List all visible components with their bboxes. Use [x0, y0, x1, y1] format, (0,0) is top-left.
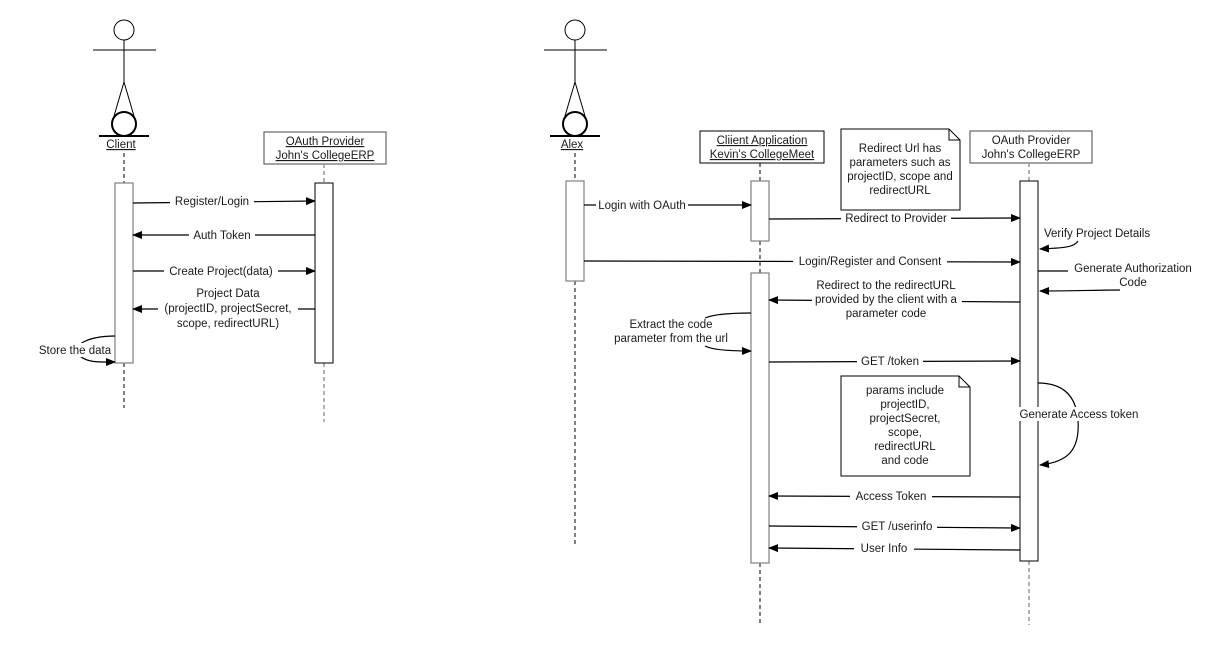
svg-text:projectSecret,: projectSecret,: [870, 413, 941, 425]
svg-text:scope, redirectURL): scope, redirectURL): [177, 318, 279, 330]
svg-text:projectID, scope and: projectID, scope and: [847, 171, 952, 183]
message-get-token: GET /token: [768, 354, 1021, 368]
message-register-login: Register/Login: [132, 194, 316, 208]
svg-text:Generate Access token: Generate Access token: [1020, 409, 1139, 421]
note-redirect-url: Redirect Url has parameters such as proj…: [840, 128, 961, 211]
svg-text:Project Data: Project Data: [196, 288, 260, 300]
svg-text:provided by the client with a: provided by the client with a: [815, 294, 958, 306]
svg-text:GET /token: GET /token: [861, 356, 919, 368]
svg-text:User Info: User Info: [861, 543, 908, 555]
svg-text:Create Project(data): Create Project(data): [169, 266, 273, 278]
participant-provider-label-line2: John's CollegeERP: [276, 150, 375, 162]
svg-text:Login/Register and Consent: Login/Register and Consent: [799, 256, 942, 268]
actor-alex-label: Alex: [561, 139, 584, 151]
svg-text:Extract the code: Extract the code: [629, 319, 712, 331]
note-token-params: params include projectID, projectSecret,…: [840, 375, 971, 477]
activation-client: [114, 182, 134, 364]
activation-client-app-2: [750, 272, 770, 564]
actor-alex[interactable]: Alex: [544, 19, 607, 151]
svg-text:Login with OAuth: Login with OAuth: [598, 200, 686, 212]
svg-text:Generate Authorization: Generate Authorization: [1074, 263, 1192, 275]
participant-client-app-label-line2: Kevin's CollegeMeet: [710, 149, 815, 161]
svg-text:Redirect to the redirectURL: Redirect to the redirectURL: [816, 280, 956, 292]
svg-text:GET /userinfo: GET /userinfo: [862, 521, 933, 533]
svg-text:params include: params include: [866, 385, 944, 397]
activation-client-app-1: [750, 180, 770, 242]
message-store-data: Store the data: [36, 335, 116, 367]
svg-text:redirectURL: redirectURL: [869, 185, 931, 197]
participant-client-app-label-line1: Cliient Application: [717, 135, 808, 147]
svg-text:Access Token: Access Token: [856, 491, 927, 503]
svg-text:(projectID, projectSecret,: (projectID, projectSecret,: [164, 303, 291, 315]
message-login-with-oauth: Login with OAuth: [584, 198, 752, 212]
message-user-info: User Info: [768, 541, 1021, 555]
participant-provider-left[interactable]: OAuth Provider John's CollegeERP: [263, 131, 387, 165]
svg-text:parameter code: parameter code: [846, 308, 927, 320]
message-generate-auth-code: Generate Authorization Code: [1038, 263, 1192, 295]
svg-text:and code: and code: [881, 455, 928, 467]
svg-text:redirectURL: redirectURL: [874, 441, 936, 453]
message-create-project: Create Project(data): [133, 264, 316, 278]
svg-text:Register/Login: Register/Login: [175, 196, 249, 208]
svg-text:scope,: scope,: [888, 427, 922, 439]
svg-text:Code: Code: [1119, 277, 1147, 289]
actor-head-icon: [564, 19, 586, 41]
svg-text:projectID,: projectID,: [880, 399, 929, 411]
diagram-oauth-login-flow: Alex Cliient Application Kevin's College…: [544, 19, 1192, 625]
svg-text:parameters such as: parameters such as: [850, 157, 951, 169]
svg-text:Auth Token: Auth Token: [193, 230, 250, 242]
activation-provider-left: [314, 182, 334, 364]
svg-text:Store the data: Store the data: [39, 345, 112, 357]
message-access-token: Access Token: [768, 489, 1021, 503]
svg-text:Redirect to Provider: Redirect to Provider: [845, 213, 947, 225]
svg-text:parameter from the url: parameter from the url: [614, 333, 728, 345]
participant-provider-label-line1: OAuth Provider: [286, 136, 365, 148]
actor-client-label: Client: [106, 139, 136, 151]
svg-text:Redirect Url has: Redirect Url has: [859, 143, 942, 155]
message-redirect-to-provider: Redirect to Provider: [768, 211, 1021, 225]
message-login-register-consent: Login/Register and Consent: [583, 254, 1021, 268]
activation-alex: [565, 180, 585, 282]
message-redirect-to-redirecturl: Redirect to the redirectURL provided by …: [768, 278, 1021, 322]
message-generate-access-token: Generate Access token: [1018, 382, 1142, 469]
message-project-data: Project Data (projectID, projectSecret, …: [132, 286, 315, 330]
diagram-project-registration: Client OAuth Provider John's CollegeERP …: [36, 19, 387, 422]
activation-provider-right: [1019, 180, 1039, 562]
svg-text:Verify Project Details: Verify Project Details: [1044, 228, 1150, 240]
message-verify-project-details: Verify Project Details: [1039, 228, 1150, 253]
participant-provider-label-line1: OAuth Provider: [992, 135, 1071, 147]
actor-client[interactable]: Client: [93, 19, 156, 151]
message-get-userinfo: GET /userinfo: [768, 519, 1021, 533]
participant-client-app[interactable]: Cliient Application Kevin's CollegeMeet: [699, 130, 825, 164]
participant-provider-label-line2: John's CollegeERP: [982, 149, 1081, 161]
participant-provider-right[interactable]: OAuth Provider John's CollegeERP: [969, 130, 1093, 164]
message-extract-code: Extract the code parameter from the url: [614, 312, 752, 355]
message-auth-token: Auth Token: [132, 228, 315, 242]
actor-head-icon: [113, 19, 135, 41]
